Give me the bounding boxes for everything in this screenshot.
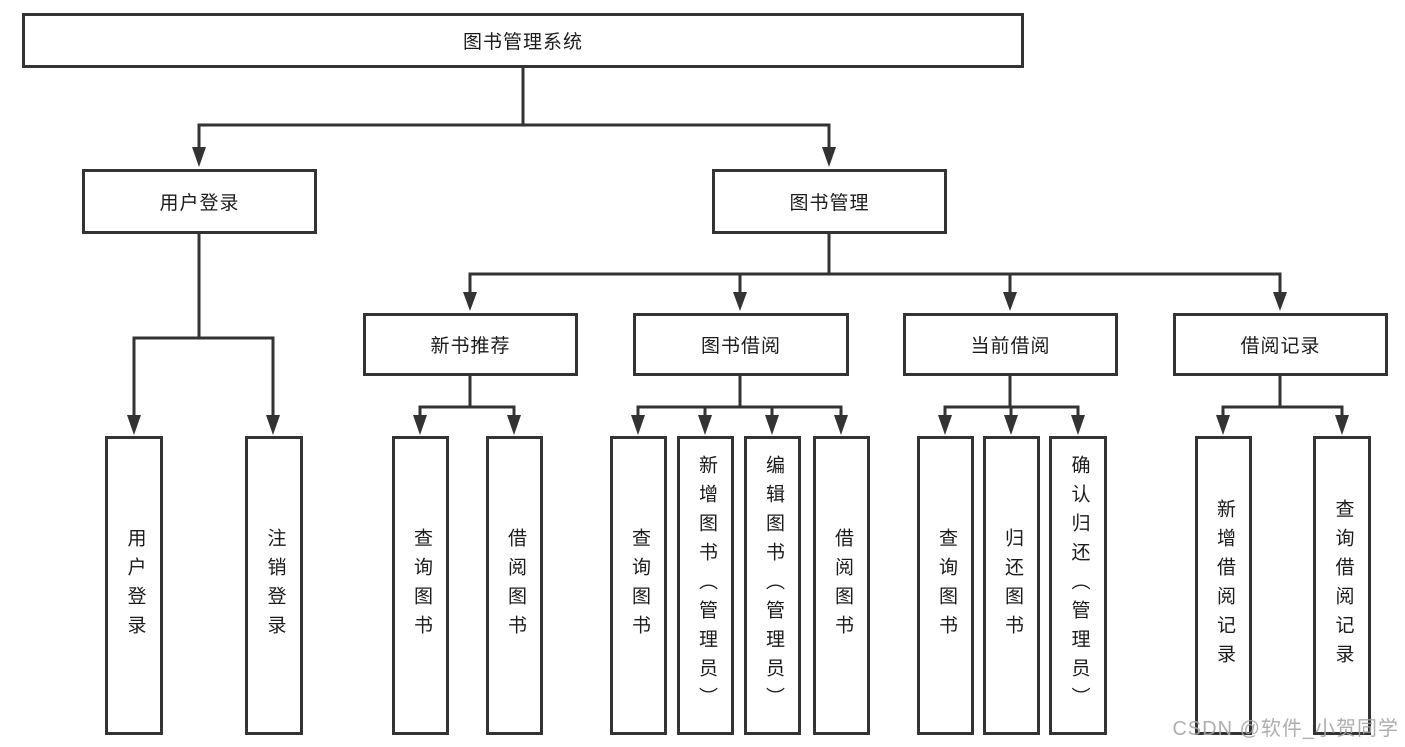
node-label: 编辑图书（管理员） bbox=[762, 455, 784, 716]
node-current-borrowing: 当前借阅 bbox=[903, 313, 1118, 376]
leaf-add-borrow-record: 新增借阅记录 bbox=[1195, 436, 1252, 735]
node-borrow-records: 借阅记录 bbox=[1173, 313, 1388, 376]
leaf-edit-books-admin: 编辑图书（管理员） bbox=[744, 436, 801, 735]
node-label: 新增借阅记录 bbox=[1213, 498, 1235, 673]
leaf-query-books-borrowing: 查询图书 bbox=[610, 436, 667, 735]
arrow-heads bbox=[127, 147, 1349, 435]
arrow-down-icon bbox=[938, 415, 952, 435]
arrow-down-icon bbox=[1071, 415, 1085, 435]
node-label: 新增图书（管理员） bbox=[695, 455, 717, 716]
leaf-logout: 注销登录 bbox=[245, 436, 303, 735]
leaf-user-login: 用户登录 bbox=[105, 436, 163, 735]
node-label: 图书管理系统 bbox=[462, 32, 583, 53]
arrow-down-icon bbox=[1335, 415, 1349, 435]
arrow-down-icon bbox=[1273, 292, 1287, 311]
arrow-down-icon bbox=[413, 415, 427, 435]
arrow-down-icon bbox=[507, 415, 521, 435]
node-book-borrowing: 图书借阅 bbox=[633, 313, 849, 376]
leaf-borrow-books-recommend: 借阅图书 bbox=[486, 436, 543, 735]
arrow-down-icon bbox=[698, 415, 712, 435]
node-new-book-recommend: 新书推荐 bbox=[363, 313, 578, 376]
arrow-down-icon bbox=[765, 415, 779, 435]
arrow-down-icon bbox=[266, 415, 280, 435]
watermark: CSDN @软件_小贺同学 bbox=[1172, 718, 1399, 740]
node-label: 图书管理 bbox=[789, 193, 870, 214]
leaf-query-books-current: 查询图书 bbox=[917, 436, 974, 735]
node-label: 借阅记录 bbox=[1240, 336, 1321, 357]
arrow-down-icon bbox=[127, 415, 141, 435]
node-label: 查询图书 bbox=[628, 527, 650, 644]
node-label: 查询借阅记录 bbox=[1332, 498, 1354, 673]
arrow-down-icon bbox=[1004, 415, 1018, 435]
node-label: 归还图书 bbox=[1001, 527, 1023, 644]
node-label: 用户登录 bbox=[159, 193, 240, 214]
leaf-query-books-recommend: 查询图书 bbox=[392, 436, 449, 735]
node-book-management: 图书管理 bbox=[712, 169, 947, 234]
node-label: 图书借阅 bbox=[700, 336, 781, 357]
node-label: 用户登录 bbox=[124, 527, 146, 644]
arrow-down-icon bbox=[834, 415, 848, 435]
arrow-down-icon bbox=[822, 147, 836, 167]
arrow-down-icon bbox=[631, 415, 645, 435]
node-label: 查询图书 bbox=[935, 527, 957, 644]
node-label: 注销登录 bbox=[264, 527, 286, 644]
node-label: 借阅图书 bbox=[831, 527, 853, 644]
node-label: 当前借阅 bbox=[970, 336, 1051, 357]
arrow-down-icon bbox=[1003, 292, 1017, 311]
node-user-login: 用户登录 bbox=[82, 169, 317, 234]
node-label: 借阅图书 bbox=[504, 527, 526, 644]
node-label: 确认归还（管理员） bbox=[1068, 455, 1090, 716]
arrow-down-icon bbox=[463, 292, 477, 311]
arrow-down-icon bbox=[733, 292, 747, 311]
leaf-query-borrow-record: 查询借阅记录 bbox=[1313, 436, 1371, 735]
arrow-down-icon bbox=[192, 147, 206, 167]
leaf-confirm-return-admin: 确认归还（管理员） bbox=[1049, 436, 1107, 735]
leaf-return-books: 归还图书 bbox=[983, 436, 1040, 735]
node-label: 查询图书 bbox=[410, 527, 432, 644]
arrow-down-icon bbox=[1216, 415, 1230, 435]
node-library-management-system: 图书管理系统 bbox=[22, 13, 1024, 68]
node-label: 新书推荐 bbox=[430, 336, 511, 357]
leaf-add-books-admin: 新增图书（管理员） bbox=[677, 436, 734, 735]
leaf-borrow-books: 借阅图书 bbox=[813, 436, 870, 735]
